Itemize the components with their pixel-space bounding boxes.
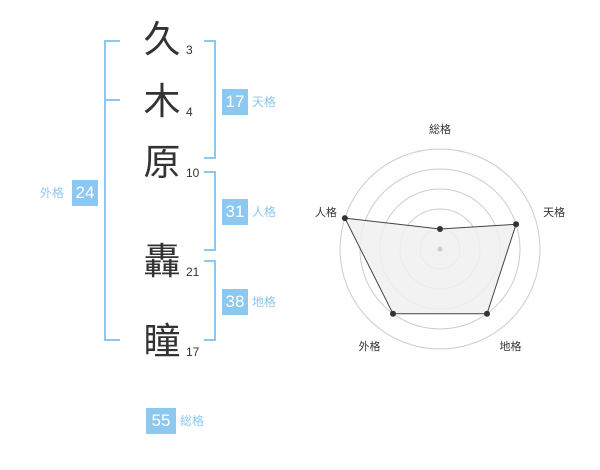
radar-axis-label-1: 総格 (429, 122, 451, 136)
soukaku-value-badge: 55 (146, 408, 176, 434)
radar-axis-label-5: 人格 (315, 205, 337, 219)
stroke-count-5: 17 (186, 345, 200, 359)
jinkaku-bracket (204, 171, 216, 251)
chikaku-bracket (204, 260, 216, 341)
chikaku-label: 地格 (252, 295, 277, 309)
radar-grid-ring-5 (339, 148, 541, 350)
radar-axis-label-3: 地格 (500, 339, 522, 353)
name-character-1: 久 (143, 18, 181, 61)
stroke-count-2: 4 (186, 105, 193, 119)
chikaku-value-badge: 38 (222, 289, 248, 315)
name-character-3: 原 (143, 141, 181, 184)
name-character-4: 轟 (143, 240, 181, 283)
radar-point-1 (437, 226, 443, 232)
radar-point-3 (484, 310, 491, 317)
stroke-count-3: 10 (186, 166, 200, 180)
radar-axis-label-2: 天格 (543, 205, 565, 219)
stroke-count-4: 21 (186, 265, 200, 279)
radar-series-polygon (344, 217, 517, 315)
radar-axis-label-4: 外格 (358, 339, 380, 353)
gaikaku-label: 外格 (40, 186, 65, 200)
name-character-2: 木 (143, 80, 181, 123)
tenkaku-value-badge: 17 (222, 89, 248, 115)
tenkaku-bracket (204, 40, 216, 159)
gaikaku-bracket-tick (104, 99, 120, 101)
gaikaku-value-badge: 24 (72, 180, 98, 206)
radar-center-dot (437, 246, 443, 252)
radar-point-2 (513, 221, 520, 228)
stroke-count-1: 3 (186, 43, 193, 57)
radar-point-4 (389, 310, 396, 317)
tenkaku-label: 天格 (252, 95, 277, 109)
name-character-5: 瞳 (143, 320, 181, 363)
jinkaku-label: 人格 (252, 205, 277, 219)
radar-point-5 (341, 215, 348, 222)
soukaku-label: 総格 (180, 414, 205, 428)
jinkaku-value-badge: 31 (222, 199, 248, 225)
gaikaku-bracket (104, 40, 120, 341)
